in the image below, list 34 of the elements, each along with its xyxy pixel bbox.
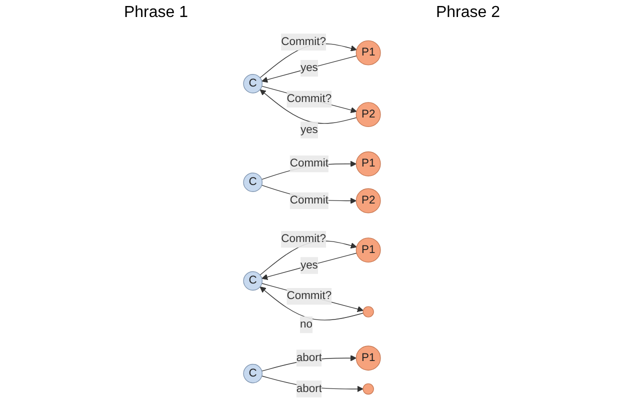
arrow — [262, 252, 357, 280]
edge-label: yes — [300, 259, 318, 272]
arrow — [260, 240, 357, 276]
edge-label: Commit — [290, 158, 329, 170]
edge-label: abort — [296, 382, 322, 395]
edge-label: abort — [296, 352, 322, 364]
arrow — [260, 89, 357, 124]
node-circle: P2 — [356, 102, 381, 128]
edge-label: yes — [300, 124, 318, 136]
node-circle: C — [243, 74, 263, 94]
node-circle: P1 — [356, 151, 381, 176]
edge-label: Commit? — [281, 232, 326, 245]
node-circle — [362, 306, 374, 318]
arrow — [260, 286, 364, 320]
phase-title: Phrase 2 — [436, 4, 500, 22]
edge-label: Commit — [290, 194, 329, 206]
node-circle: C — [243, 172, 263, 192]
arrow — [262, 283, 364, 312]
node-circle: P1 — [356, 238, 381, 263]
edge-label: no — [300, 318, 312, 330]
node-circle: P1 — [356, 40, 381, 66]
node-circle: C — [243, 364, 263, 384]
edge-label: Commit? — [281, 36, 326, 48]
node-circle — [362, 383, 374, 395]
node-circle: P1 — [356, 346, 381, 371]
edge-label: Commit? — [286, 92, 332, 105]
edge-label: Commit? — [286, 290, 332, 302]
arrow — [262, 56, 357, 83]
edge-label: yes — [300, 62, 318, 74]
node-circle: C — [243, 271, 263, 291]
arrow — [260, 43, 357, 78]
arrow — [262, 86, 357, 114]
node-circle: P2 — [356, 188, 381, 214]
phase-title: Phrase 1 — [124, 4, 188, 22]
